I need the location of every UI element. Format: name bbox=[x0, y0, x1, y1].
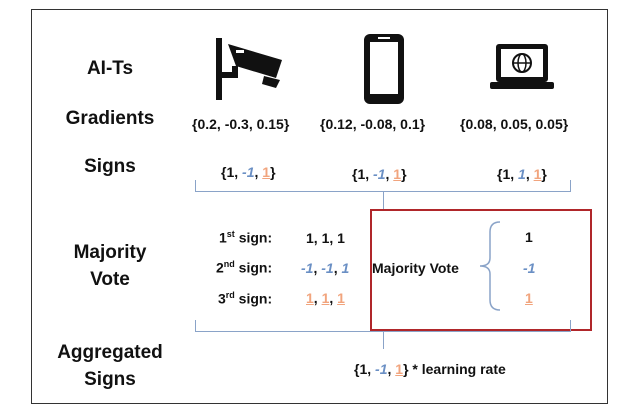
first-sign-values: 1, 1, 1 bbox=[306, 230, 345, 246]
vote-result: 1 bbox=[525, 290, 533, 306]
vote-result: 1 bbox=[525, 229, 533, 245]
signs-phone: {1, -1, 1} bbox=[352, 166, 407, 182]
majority-vote-box-label: Majority Vote bbox=[372, 260, 459, 276]
second-sign-values: -1, -1, 1 bbox=[301, 260, 350, 276]
gradient-laptop: {0.08, 0.05, 0.05} bbox=[460, 116, 569, 132]
smartphone-icon bbox=[364, 34, 404, 104]
sign-value: 1 bbox=[518, 166, 526, 182]
second-sign-label: 2nd sign: bbox=[216, 259, 273, 276]
row-label-gradients: Gradients bbox=[65, 108, 155, 129]
row-label-aits: AI-Ts bbox=[86, 58, 134, 79]
right-brace bbox=[479, 221, 501, 311]
gradient-camera: {0.2, -0.3, 0.15} bbox=[192, 116, 290, 132]
security-camera-icon bbox=[216, 38, 282, 100]
vote-result: -1 bbox=[523, 260, 536, 276]
majority-vote-box bbox=[370, 209, 592, 331]
row-label-signs: Signs bbox=[84, 156, 136, 177]
sign-value: 1 bbox=[262, 164, 271, 180]
signs-camera: {1, -1, 1} bbox=[221, 164, 276, 180]
laptop-globe-icon bbox=[490, 44, 554, 89]
diagram-frame bbox=[31, 9, 608, 404]
third-sign-values: 1, 1, 1 bbox=[306, 290, 345, 306]
row-label-majority-vote: Majority Vote bbox=[73, 242, 147, 290]
aggregated-signs-value: {1, -1, 1} * learning rate bbox=[354, 361, 506, 377]
sign-value: 1 bbox=[533, 166, 542, 182]
sign-value: -1 bbox=[242, 164, 255, 180]
sign-value: -1 bbox=[373, 166, 386, 182]
learning-rate-label: * learning rate bbox=[412, 361, 506, 377]
gradient-phone: {0.12, -0.08, 0.1} bbox=[320, 116, 426, 132]
sign-value: 1 bbox=[502, 166, 511, 182]
signs-laptop: {1, 1, 1} bbox=[497, 166, 547, 182]
sign-value: 1 bbox=[357, 166, 366, 182]
sign-value: 1 bbox=[393, 166, 402, 182]
row-label-aggregated-signs: Aggregated Signs bbox=[57, 342, 163, 390]
first-sign-label: 1st sign: bbox=[219, 229, 273, 246]
third-sign-label: 3rd sign: bbox=[218, 290, 273, 307]
sign-value: 1 bbox=[226, 164, 235, 180]
